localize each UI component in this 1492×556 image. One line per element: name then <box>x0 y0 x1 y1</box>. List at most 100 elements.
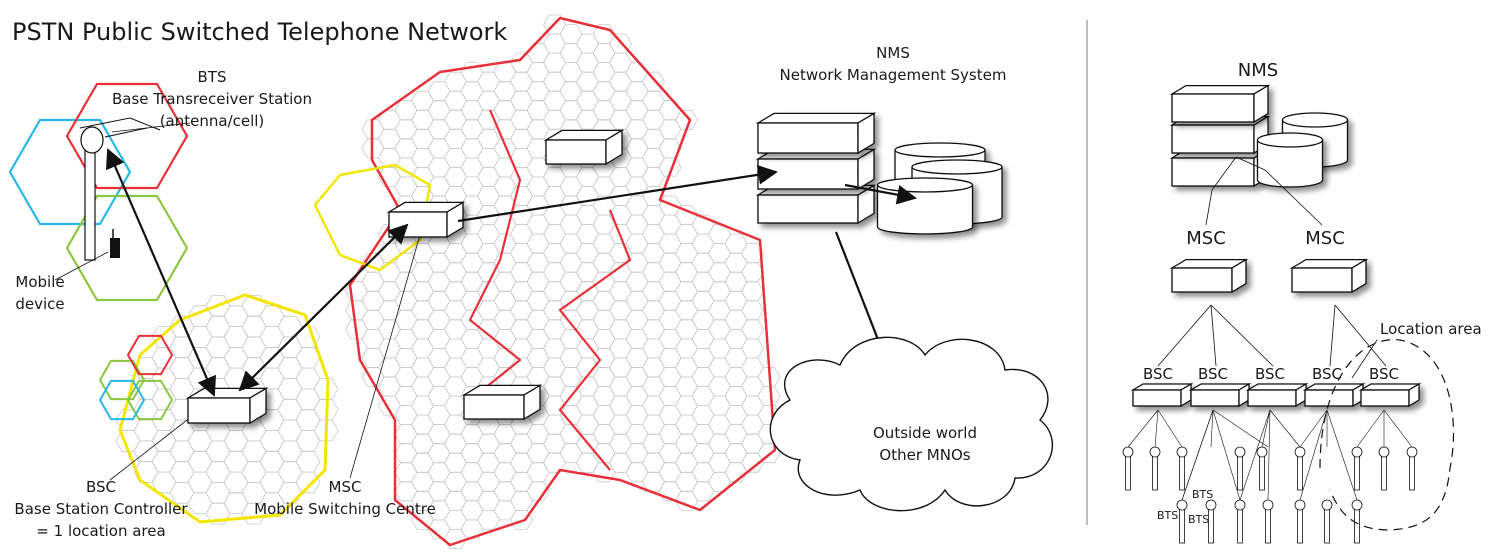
grid-cell <box>559 100 583 121</box>
grid-cell <box>444 319 467 340</box>
grid-cell <box>543 357 566 378</box>
bsc-label-line3: = 1 location area <box>36 522 165 540</box>
grid-cell <box>205 336 231 359</box>
right-bsc-bts-link <box>1212 409 1241 501</box>
grid-cell <box>741 338 764 359</box>
right-msc-bsc-link <box>1210 304 1274 367</box>
grid-cell <box>378 128 401 149</box>
right-msc-bsc-link <box>1210 304 1217 367</box>
grid-cell <box>277 357 303 379</box>
right-bts-pole <box>1205 499 1217 544</box>
grid-cell <box>576 414 599 435</box>
right-bts-pole <box>1378 446 1390 491</box>
right-nms-server-3 <box>1169 148 1271 188</box>
grid-cell <box>411 147 434 168</box>
grid-cell <box>361 290 385 311</box>
bsc-pointer <box>109 409 201 481</box>
grid-cell <box>625 386 649 407</box>
grid-cell <box>576 224 599 245</box>
grid-cell <box>460 138 484 159</box>
grid-cell <box>460 462 484 483</box>
grid-cell <box>295 367 321 390</box>
grid-cell <box>223 492 249 514</box>
grid-cell <box>526 347 550 368</box>
grid-cell <box>708 338 731 359</box>
grid-cell <box>295 471 321 494</box>
location-area-label: Location area <box>1380 320 1482 338</box>
grid-cell <box>691 290 715 311</box>
grid-cell <box>510 262 533 283</box>
grid-cell <box>625 424 649 445</box>
grid-cell <box>724 386 748 407</box>
grid-cell <box>510 357 533 378</box>
grid-cell <box>658 462 682 483</box>
grid-cell <box>658 214 682 235</box>
right-bts-pole <box>1176 499 1188 544</box>
right-bts-pole <box>1234 446 1246 491</box>
grid-cell <box>708 281 731 302</box>
grid-cell <box>427 367 451 387</box>
grid-cell <box>625 367 649 387</box>
grid-cell <box>241 315 267 338</box>
grid-cell <box>259 305 285 328</box>
grid-cell <box>427 157 451 178</box>
right-bsc-bts-link <box>1127 409 1159 448</box>
grid-cell <box>559 252 583 273</box>
grid-cell <box>361 347 385 368</box>
grid-cell <box>223 471 249 494</box>
grid-cell <box>493 500 517 521</box>
grid-cell <box>378 243 401 264</box>
right-bts-pole <box>1321 499 1333 544</box>
grid-cell <box>526 62 550 83</box>
grid-cell <box>708 395 731 416</box>
grid-cell <box>427 176 451 197</box>
grid-cell <box>151 450 177 473</box>
right-bts-pole <box>1294 499 1306 544</box>
grid-cell <box>394 443 418 464</box>
grid-cell <box>543 319 566 340</box>
grid-cell <box>576 300 599 321</box>
grid-cell <box>493 81 517 102</box>
grid-cell <box>444 281 467 302</box>
grid-cell <box>741 433 764 454</box>
grid-cell <box>411 452 434 473</box>
grid-cell <box>205 315 231 338</box>
grid-cell <box>724 290 748 311</box>
grid-cell <box>691 309 715 330</box>
right-bsc-unit <box>1358 382 1422 408</box>
grid-cell <box>543 262 566 283</box>
grid-cell <box>741 300 764 321</box>
grid-cell <box>259 367 285 390</box>
grid-cell <box>543 376 566 397</box>
grid-cell <box>187 492 213 514</box>
grid-cell <box>609 71 632 92</box>
grid-cell <box>526 328 550 349</box>
mobile-device-icon <box>110 238 120 258</box>
grid-cell <box>675 433 698 454</box>
grid-cell <box>625 62 649 83</box>
grid-cell <box>444 490 467 511</box>
right-bts-label-2: BTS <box>1157 509 1178 522</box>
grid-cell <box>609 357 632 378</box>
grid-cell <box>394 119 418 140</box>
grid-cell <box>642 262 665 283</box>
grid-cell <box>444 338 467 359</box>
grid-cell <box>609 109 632 130</box>
right-bts-pole <box>1351 446 1363 491</box>
msc-label-line1: MSC <box>329 478 362 496</box>
grid-cell <box>151 346 177 369</box>
grid-cell <box>658 290 682 311</box>
grid-cell <box>493 62 517 83</box>
grid-cell <box>477 433 500 454</box>
grid-cell <box>658 443 682 464</box>
grid-cell <box>444 376 467 397</box>
grid-cell <box>241 336 267 359</box>
grid-cell <box>543 33 566 54</box>
grid-cell <box>394 386 418 407</box>
right-nms-db-2 <box>1256 132 1324 188</box>
grid-cell <box>205 357 231 379</box>
grid-cell <box>642 109 665 130</box>
grid-cell <box>658 233 682 254</box>
grid-cell <box>691 443 715 464</box>
